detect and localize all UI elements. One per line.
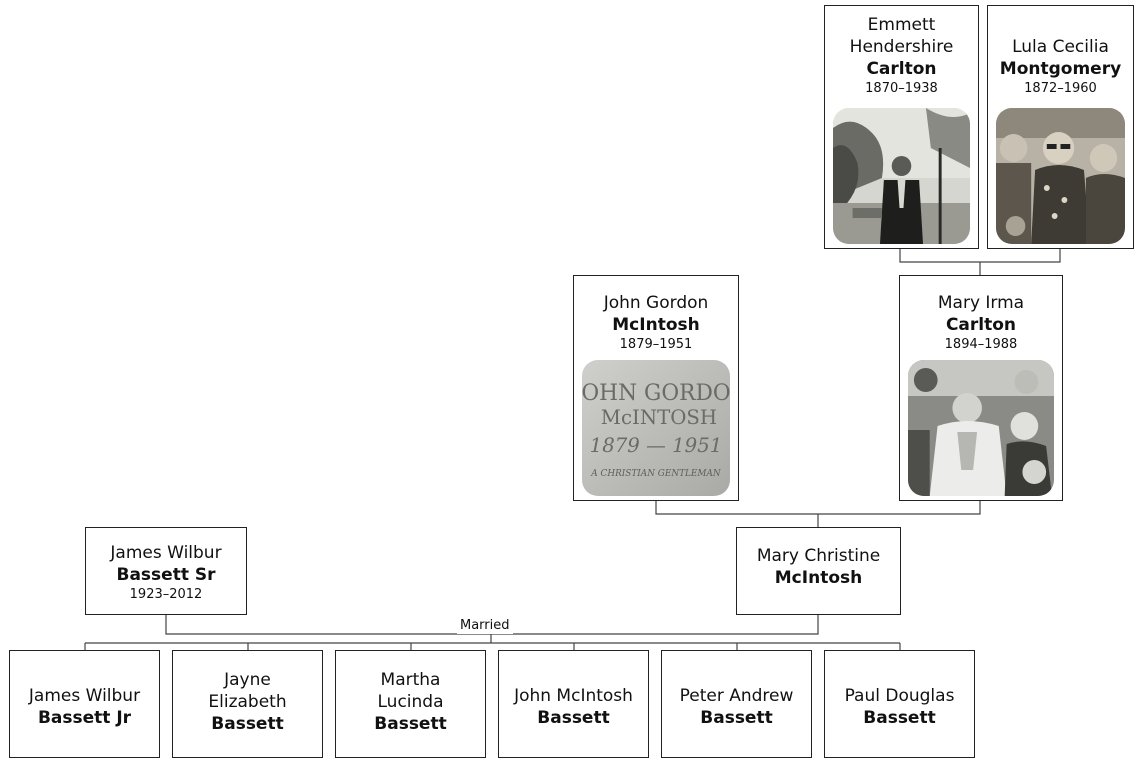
given-name: Jayne Elizabeth xyxy=(208,670,287,712)
headstone-photo: OHN GORDO McINTOSH 1879 — 1951 A CHRISTI… xyxy=(582,360,730,496)
headstone-line-4: A CHRISTIAN GENTLEMAN xyxy=(590,469,722,479)
headstone-line-3: 1879 — 1951 xyxy=(590,434,723,457)
given-name: James Wilbur xyxy=(110,543,222,563)
person-james-wilbur-bassett-sr[interactable]: James Wilbur Bassett Sr 1923–2012 xyxy=(85,527,247,615)
given-name: Lula Cecilia xyxy=(1012,37,1109,57)
connector-mcintosh-parents xyxy=(655,500,981,515)
person-emmett-carlton[interactable]: Emmett Hendershire Carlton 1870–1938 xyxy=(824,5,979,249)
surname: Carlton xyxy=(945,315,1017,335)
given-name: John McIntosh xyxy=(514,686,633,706)
headstone-line-2: McINTOSH xyxy=(601,406,717,429)
person-james-wilbur-bassett-jr[interactable]: James Wilbur Bassett Jr xyxy=(9,650,160,758)
life-dates: 1870–1938 xyxy=(865,81,938,96)
given-name: James Wilbur xyxy=(28,686,141,706)
surname: Bassett xyxy=(863,708,936,728)
given-name: Peter Andrew xyxy=(679,686,794,706)
person-peter-andrew-bassett[interactable]: Peter Andrew Bassett xyxy=(661,650,812,758)
given-name: John Gordon xyxy=(603,293,709,313)
surname: Bassett Jr xyxy=(37,708,132,728)
life-dates: 1923–2012 xyxy=(129,587,203,602)
person-mary-irma-carlton[interactable]: Mary Irma Carlton 1894–1988 xyxy=(899,275,1063,501)
surname: Bassett Sr xyxy=(116,565,216,585)
portrait-photo xyxy=(908,360,1054,496)
portrait-photo xyxy=(833,108,970,244)
person-john-mcintosh-bassett[interactable]: John McIntosh Bassett xyxy=(498,650,649,758)
surname: Bassett xyxy=(537,708,610,728)
surname: McIntosh xyxy=(774,568,863,588)
headstone-line-1: OHN GORDO xyxy=(582,381,730,406)
given-name: Paul Douglas xyxy=(844,686,955,706)
surname: Bassett xyxy=(211,714,284,734)
person-martha-lucinda-bassett[interactable]: Martha Lucinda Bassett xyxy=(335,650,486,758)
surname: McIntosh xyxy=(612,315,700,335)
given-name: Emmett Hendershire xyxy=(849,15,954,57)
surname: Bassett xyxy=(374,714,447,734)
given-name: Martha Lucinda xyxy=(377,670,444,712)
connector-carlton-parents xyxy=(899,248,1061,263)
life-dates: 1894–1988 xyxy=(944,337,1018,352)
surname: Carlton xyxy=(866,59,937,79)
life-dates: 1872–1960 xyxy=(1024,81,1097,96)
given-name: Mary Christine xyxy=(756,546,881,566)
given-name: Mary Irma xyxy=(937,293,1025,313)
portrait-photo xyxy=(996,108,1125,244)
person-mary-christine-mcintosh[interactable]: Mary Christine McIntosh xyxy=(736,527,901,615)
surname: Bassett xyxy=(700,708,773,728)
person-john-gordon-mcintosh[interactable]: John Gordon McIntosh 1879–1951 OHN GORDO… xyxy=(573,275,739,501)
person-lula-montgomery[interactable]: Lula Cecilia Montgomery 1872–1960 xyxy=(987,5,1134,249)
surname: Montgomery xyxy=(999,59,1122,79)
person-jayne-elizabeth-bassett[interactable]: Jayne Elizabeth Bassett xyxy=(172,650,323,758)
married-label: Married xyxy=(457,618,513,634)
life-dates: 1879–1951 xyxy=(619,337,693,352)
person-paul-douglas-bassett[interactable]: Paul Douglas Bassett xyxy=(824,650,975,758)
